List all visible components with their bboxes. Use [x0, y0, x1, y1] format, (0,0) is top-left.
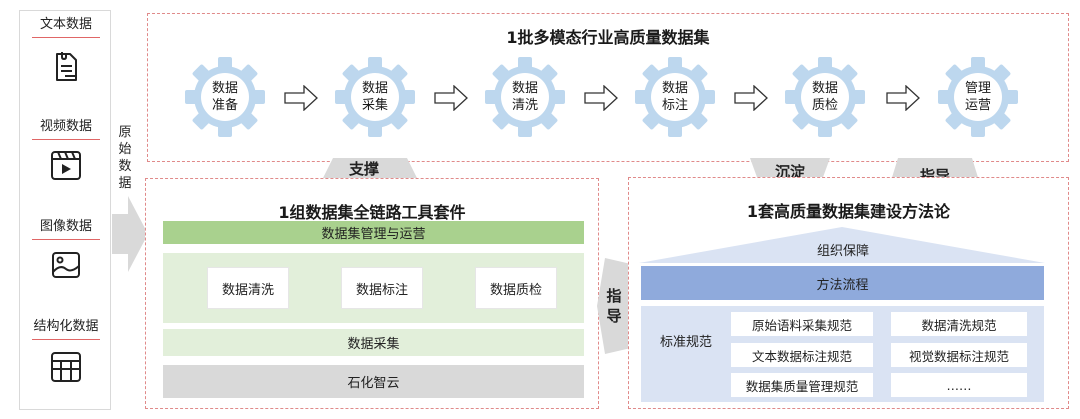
standards-label: 标准规范	[659, 334, 712, 350]
standard-item: 原始语料采集规范	[731, 312, 873, 336]
standard-item: 视觉数据标注规范	[891, 343, 1027, 367]
image-icon	[52, 252, 80, 278]
source-label-video: 视频数据	[39, 119, 92, 134]
flow-arrow-icon	[734, 85, 768, 111]
source-divider	[32, 339, 100, 340]
tool-box: 数据标注	[341, 267, 423, 309]
step-gear: 数据标注	[635, 57, 715, 137]
source-label-text: 文本数据	[39, 17, 92, 32]
toolkit-title: 1组数据集全链路工具套件	[278, 203, 466, 222]
source-label-structured: 结构化数据	[33, 319, 99, 334]
video-icon	[51, 151, 81, 180]
roof-label: 组织保障	[816, 243, 869, 259]
step-gear: 管理运营	[938, 57, 1018, 137]
guide-side-label: 指导	[606, 287, 622, 325]
step-label: 数据清洗	[511, 81, 538, 113]
step-gear: 数据采集	[335, 57, 415, 137]
source-divider	[32, 239, 100, 240]
pipeline-title: 1批多模态行业高质量数据集	[506, 28, 710, 47]
standard-item: ……	[891, 373, 1027, 397]
step-label: 数据质检	[811, 81, 838, 113]
source-divider	[32, 37, 100, 38]
support-label: 支撑	[348, 160, 379, 178]
raw-data-label: 原始数据	[118, 125, 132, 191]
step-label: 数据采集	[361, 81, 388, 113]
source-label-image: 图像数据	[39, 219, 92, 234]
settle-arrow	[750, 158, 830, 180]
standard-item: 数据集质量管理规范	[731, 373, 873, 397]
source-divider	[32, 139, 100, 140]
flow-arrow-icon	[434, 85, 468, 111]
tool-box: 数据清洗	[207, 267, 289, 309]
flow-arrow-icon	[886, 85, 920, 111]
support-arrow	[323, 158, 417, 178]
guide-left-arrow	[597, 258, 631, 354]
step-label: 数据准备	[211, 81, 238, 113]
flow-arrow-icon	[584, 85, 618, 111]
step-gear: 数据准备	[185, 57, 265, 137]
toolkit-base-bar: 石化智云	[163, 365, 584, 398]
step-label: 数据标注	[661, 81, 688, 113]
raw-data-arrow	[112, 196, 148, 272]
step-gear: 数据清洗	[485, 57, 565, 137]
settle-label: 沉淀	[774, 163, 805, 181]
step-gear: 数据质检	[785, 57, 865, 137]
standard-item: 数据清洗规范	[891, 312, 1027, 336]
data-sources-panel: 文本数据 视频数据 图像数据 结构化数据	[19, 10, 111, 410]
methodology-title: 1套高质量数据集建设方法论	[746, 202, 951, 221]
toolkit-collect-bar: 数据采集	[163, 329, 584, 356]
flow-arrow-icon	[284, 85, 318, 111]
pipeline-panel: 1批多模态行业高质量数据集	[147, 13, 1069, 162]
tool-box: 数据质检	[475, 267, 557, 309]
roof-shape	[639, 227, 1045, 263]
document-icon	[56, 52, 77, 81]
toolkit-management-bar: 数据集管理与运营	[163, 221, 584, 244]
standard-item: 文本数据标注规范	[731, 343, 873, 367]
step-label: 管理运营	[964, 81, 991, 113]
table-icon	[51, 352, 81, 382]
process-bar: 方法流程	[641, 266, 1044, 300]
